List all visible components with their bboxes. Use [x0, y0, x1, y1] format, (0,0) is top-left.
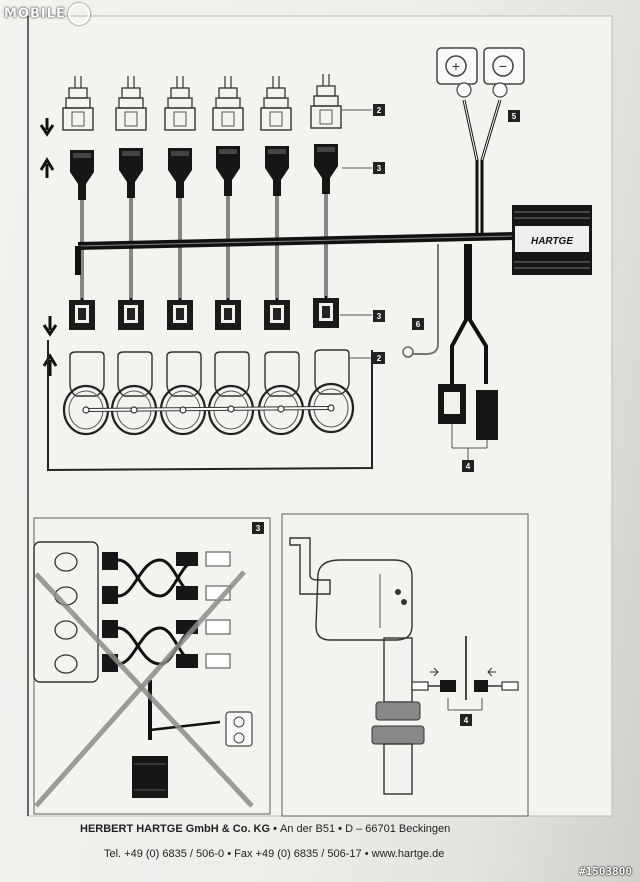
- panel-badge-left: 3: [256, 524, 261, 533]
- callout-badge: 3: [377, 164, 382, 173]
- manual-page: [27, 15, 613, 817]
- control-unit: HARTGE: [512, 205, 592, 275]
- battery-terminals: [436, 47, 525, 98]
- watermark-text: MOBILE: [4, 6, 66, 22]
- footer-phone: Tel. +49 (0) 6835 / 506-0: [104, 848, 225, 860]
- footer-city: D – 66701 Beckingen: [345, 823, 451, 835]
- callout-badge: 4: [466, 462, 471, 471]
- footer-separator: •: [227, 848, 232, 860]
- sensor-detail-panel: 4: [281, 513, 529, 817]
- footer-contact-line: Tel. +49 (0) 6835 / 506-0 • Fax +49 (0) …: [104, 848, 444, 860]
- callout-badge: 2: [377, 354, 382, 363]
- footer-company-line: HERBERT HARTGE GmbH & Co. KG • An der B5…: [80, 823, 450, 835]
- panel-badge-right: 4: [464, 716, 469, 725]
- svg-text:HARTGE: HARTGE: [531, 236, 573, 247]
- footer-address: An der B51: [280, 823, 336, 835]
- footer-fax: Fax +49 (0) 6835 / 506-17: [234, 848, 362, 860]
- plus-symbol: +: [452, 58, 460, 74]
- footer-company: HERBERT HARTGE GmbH & Co. KG: [80, 823, 271, 835]
- callout-badge: 3: [377, 312, 382, 321]
- callout-badge: 6: [416, 320, 421, 329]
- callout-badge: 2: [377, 106, 382, 115]
- watermark-icon: [67, 3, 90, 25]
- footer-separator: •: [364, 848, 369, 860]
- watermark-logo: MOBILE: [4, 3, 90, 25]
- image-id-stamp: #1503800: [579, 865, 632, 878]
- footer-separator: •: [273, 823, 277, 835]
- footer-separator: •: [338, 823, 343, 835]
- ignition-harness-diagram: HARTGE: [39, 47, 592, 472]
- minus-symbol: −: [499, 58, 507, 74]
- incorrect-wiring-panel: 3: [33, 517, 271, 815]
- callout-badge: 5: [512, 112, 517, 121]
- footer-website: www.hartge.de: [371, 848, 445, 860]
